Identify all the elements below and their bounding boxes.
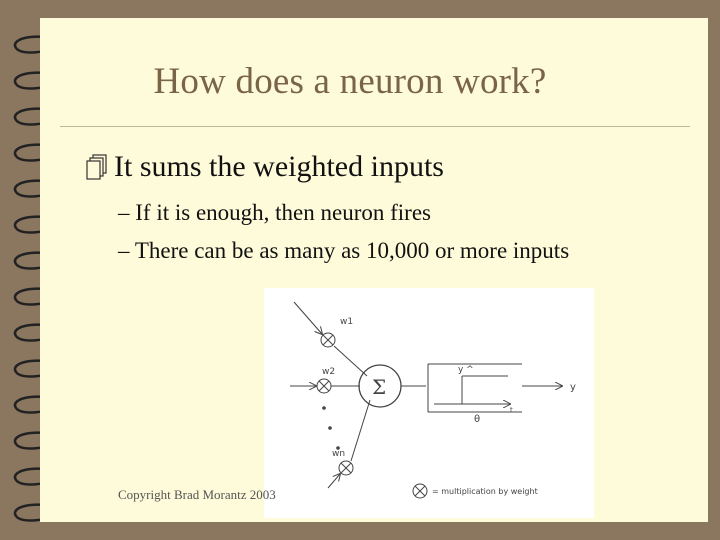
weight-label-2: w2 [322, 367, 335, 377]
step-y-label: y ^ [458, 365, 474, 375]
neuron-diagram-svg: w1 w2 wn Σ y ^ θ t y = multiplication by… [290, 301, 576, 499]
subbullet-1: – If it is enough, then neuron fires [118, 200, 431, 225]
weight-label-n: wn [332, 449, 345, 459]
sum-symbol: Σ [372, 375, 386, 399]
legend-text: = multiplication by weight [432, 487, 538, 496]
copyright-footer: Copyright Brad Morantz 2003 [118, 487, 276, 502]
weight-label-1: w1 [340, 317, 353, 327]
weight-node-n [338, 460, 354, 476]
main-bullet-text: It sums the weighted inputs [114, 150, 444, 183]
edge-n-sum [350, 399, 371, 462]
slide-title: How does a neuron work? [153, 61, 547, 102]
threshold-label: θ [474, 414, 480, 425]
weight-node-1 [320, 332, 336, 348]
legend-weight-node [412, 483, 428, 499]
output-label: y [570, 382, 576, 393]
input-arrow-1 [293, 301, 322, 334]
subbullet-2: – There can be as many as 10,000 or more… [118, 238, 570, 263]
time-axis-label: t [510, 406, 513, 414]
notepad-bullet-icon [86, 153, 108, 181]
neuron-diagram: w1 w2 wn Σ y ^ θ t y = multiplication by… [264, 288, 594, 518]
input-arrow-n [327, 474, 340, 489]
edge-1-sum [333, 345, 368, 377]
title-divider [60, 126, 690, 127]
main-bullet: It sums the weighted inputs [86, 150, 444, 184]
